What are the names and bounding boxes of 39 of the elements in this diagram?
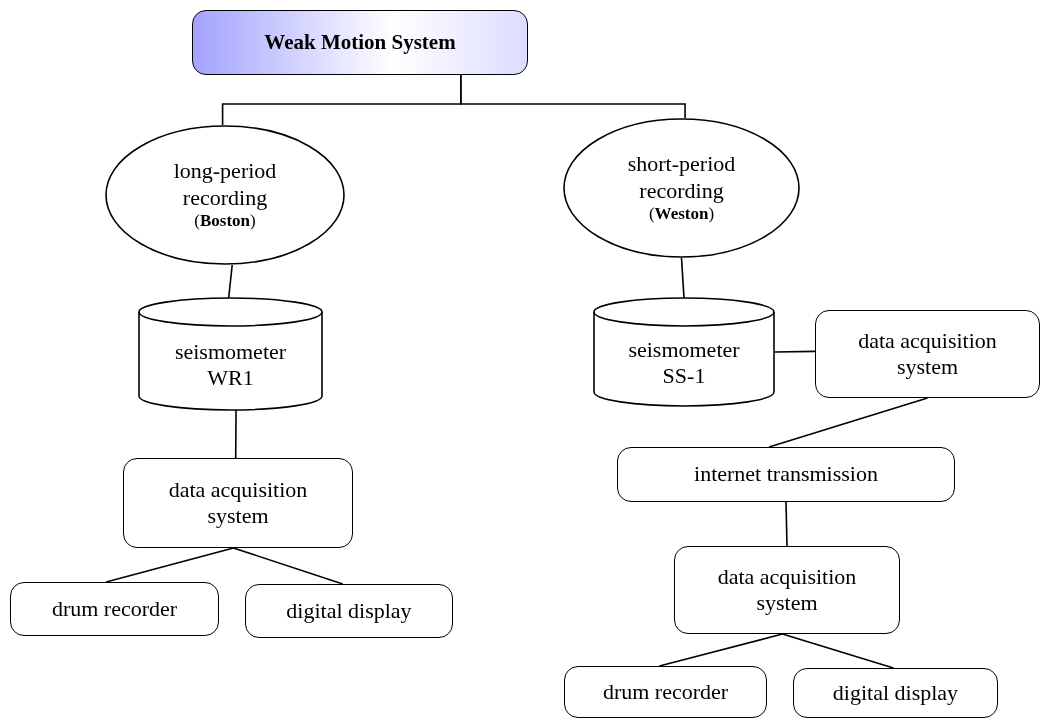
node-label: long-period recording bbox=[172, 158, 278, 212]
ellipse-node bbox=[563, 118, 800, 258]
title-box bbox=[192, 10, 528, 75]
node-label: data acquisition system bbox=[167, 476, 309, 530]
process-box bbox=[815, 310, 1040, 398]
process-box bbox=[793, 668, 998, 718]
process-box bbox=[674, 546, 900, 634]
connector-line bbox=[105, 547, 235, 583]
connector-line bbox=[232, 547, 344, 585]
node-label: data acquisition system bbox=[716, 563, 858, 617]
connector-line bbox=[774, 350, 816, 353]
connector-line bbox=[781, 633, 895, 669]
node-label: (Boston) bbox=[194, 211, 256, 232]
process-box bbox=[564, 666, 767, 718]
node-label: seismometer WR1 bbox=[173, 338, 288, 392]
node-label: digital display bbox=[286, 597, 412, 625]
cylinder-node bbox=[138, 298, 323, 410]
process-box bbox=[123, 458, 353, 548]
connector-line bbox=[460, 74, 686, 119]
connector-line bbox=[680, 257, 685, 299]
process-box bbox=[245, 584, 453, 638]
connector-line bbox=[658, 633, 784, 667]
connector-line bbox=[234, 409, 237, 459]
node-label: (Weston) bbox=[648, 204, 715, 225]
node-label: short-period recording bbox=[626, 151, 737, 205]
node-label: data acquisition system bbox=[857, 327, 998, 381]
connector-line bbox=[227, 264, 233, 299]
node-label: seismometer SS-1 bbox=[627, 336, 741, 390]
node-label: Weak Motion System bbox=[264, 29, 456, 56]
cylinder-node bbox=[593, 298, 775, 406]
ellipse-node bbox=[105, 125, 345, 265]
node-label: drum recorder bbox=[51, 595, 178, 623]
process-box bbox=[10, 582, 219, 636]
connector-line bbox=[785, 501, 788, 547]
node-label: internet transmission bbox=[694, 461, 878, 488]
connector-line bbox=[768, 397, 929, 448]
process-box bbox=[617, 447, 955, 502]
node-label: drum recorder bbox=[602, 678, 729, 706]
node-label: digital display bbox=[832, 679, 959, 707]
